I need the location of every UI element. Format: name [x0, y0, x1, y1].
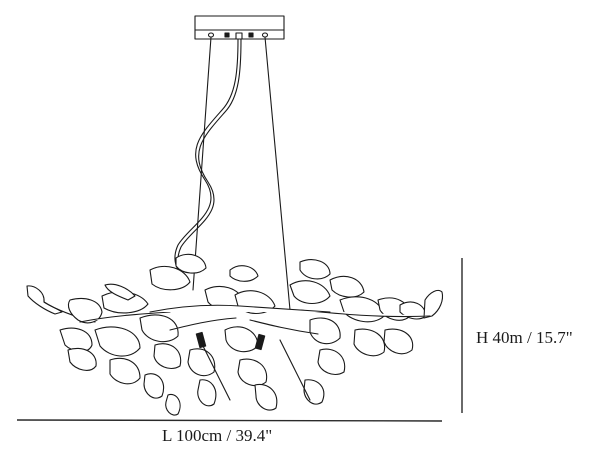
- light-sockets: [195, 331, 266, 351]
- ginkgo-leaves: [26, 253, 444, 416]
- suspension-cables: [174, 36, 291, 311]
- height-label: H 40m / 15.7": [476, 328, 573, 347]
- length-label: L 100cm / 39.4": [162, 426, 273, 445]
- length-dimension-line: [16, 419, 443, 422]
- ceiling-canopy: [194, 15, 285, 40]
